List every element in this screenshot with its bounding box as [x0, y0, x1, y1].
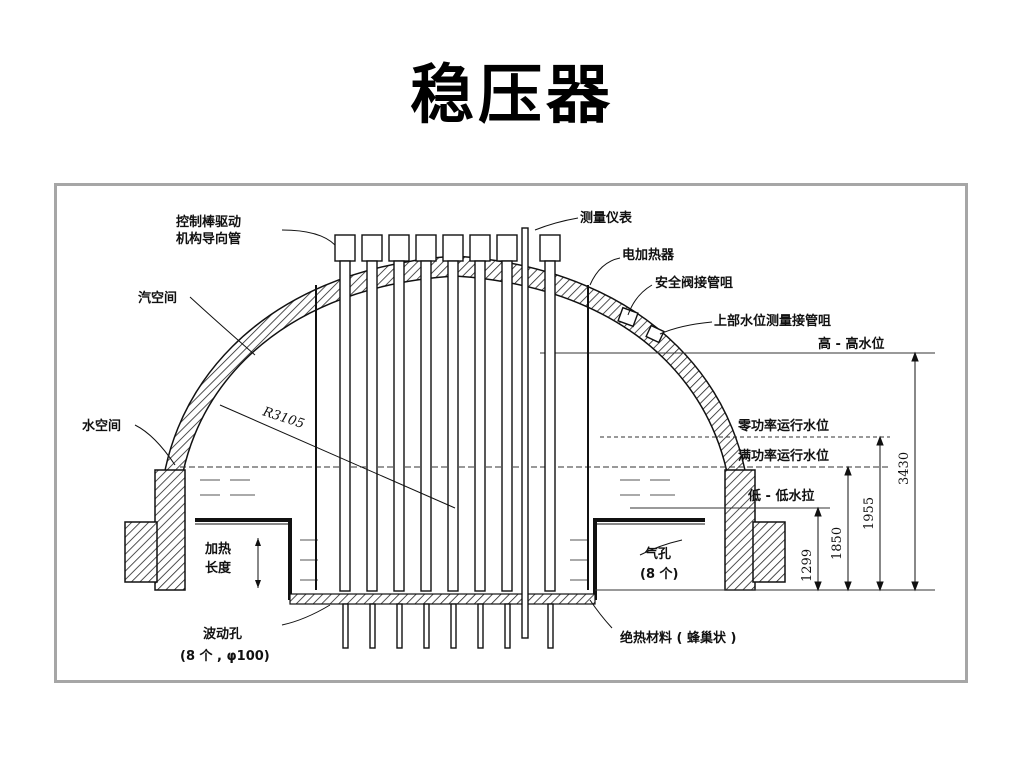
level-nozzle — [645, 324, 665, 344]
dim-1299: 1299 — [800, 549, 815, 582]
radius-label: R3105 — [260, 404, 306, 432]
instrument-tube — [521, 227, 529, 639]
label-full-power: 满功率运行水位 — [738, 448, 829, 464]
leader-lines — [134, 217, 713, 629]
label-surge-2: (8 个 , φ100) — [180, 648, 270, 664]
dim-3430: 3430 — [897, 452, 912, 485]
label-instrument: 测量仪表 — [580, 210, 633, 226]
label-vent-2: (8 个) — [640, 566, 678, 582]
label-heat-length-1: 加热 — [204, 541, 231, 557]
dimension-lines — [814, 351, 919, 592]
rod-stubs — [342, 603, 554, 649]
label-vent-1: 气孔 — [645, 546, 671, 562]
label-rod-drive-1: 控制棒驱动 — [176, 214, 241, 230]
label-steam-space: 汽空间 — [138, 290, 177, 306]
label-zero-power: 零功率运行水位 — [737, 418, 829, 434]
control-rod-guide-tubes — [334, 234, 561, 592]
label-heater: 电加热器 — [622, 247, 675, 263]
right-flange — [752, 521, 786, 583]
label-high-high: 高 - 高水位 — [818, 336, 884, 352]
bottom-insulation — [289, 593, 596, 605]
label-insulation: 绝热材料 ( 蜂巢状 ) — [620, 630, 736, 646]
dim-1955: 1955 — [862, 497, 877, 530]
label-low-low: 低 - 低水拉 — [747, 488, 814, 504]
left-flange — [124, 521, 158, 583]
dim-1850: 1850 — [830, 527, 845, 560]
right-wall — [724, 469, 756, 591]
label-safety-valve: 安全阀接管咀 — [655, 275, 733, 291]
label-upper-level: 上部水位测量接管咀 — [714, 313, 831, 329]
label-water-space: 水空间 — [82, 418, 121, 434]
left-wall — [154, 469, 186, 591]
label-heat-length-2: 长度 — [205, 560, 232, 576]
safety-valve-nozzle — [617, 306, 639, 328]
label-surge-1: 波动孔 — [203, 626, 242, 642]
page-title: 稳压器 — [410, 58, 614, 133]
label-rod-drive-2: 机构导向管 — [176, 231, 241, 247]
water-marks — [200, 479, 675, 581]
